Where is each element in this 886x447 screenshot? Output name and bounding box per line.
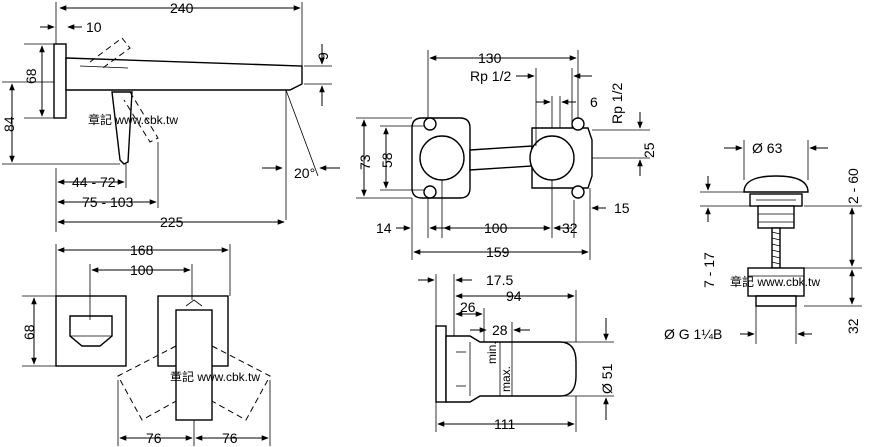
dim-10: 10	[86, 19, 102, 35]
spout-outlet	[69, 315, 113, 347]
dim-26: 26	[460, 299, 476, 315]
body-bridge	[469, 145, 533, 171]
dim-2-60: 2 - 60	[845, 168, 861, 204]
dim-68: 68	[23, 68, 39, 84]
dim-d63: Ø 63	[752, 140, 783, 156]
dim-17-5: 17.5	[486, 272, 513, 288]
waste-cap	[743, 175, 809, 193]
dim-32-waste: 32	[845, 318, 861, 334]
dim-28: 28	[492, 322, 508, 338]
dim-15: 15	[614, 200, 630, 216]
dim-20deg: 20°	[294, 165, 315, 181]
rp-top: Rp 1/2	[470, 68, 511, 84]
dim-14: 14	[376, 220, 392, 236]
dim-100-body: 100	[484, 220, 508, 236]
dim-111: 111	[494, 416, 515, 432]
dim-168: 168	[130, 242, 154, 258]
dim-51: Ø 51	[599, 363, 615, 394]
dim-68-front: 68	[21, 324, 37, 340]
waste-view: Ø 63 2 - 60 7 - 17 32 Ø G 1¼B 章記 www.cbk…	[664, 140, 862, 344]
min-label: min.	[485, 341, 499, 364]
handle-lever-front	[175, 309, 213, 421]
dim-159: 159	[486, 244, 510, 260]
spout-side-view: 240 10 68 84 9 20° 44 - 72 75 - 103	[1, 0, 340, 232]
spout-body	[65, 57, 303, 91]
wall-plate	[53, 43, 67, 119]
dim-130: 130	[478, 50, 502, 66]
dim-9: 9	[315, 52, 331, 60]
dim-225: 225	[160, 214, 184, 230]
dim-84: 84	[1, 116, 17, 132]
dim-76-left: 76	[146, 430, 162, 446]
dim-75-103: 75 - 103	[82, 194, 134, 210]
watermark-front: 章記 www.cbk.tw	[170, 369, 260, 384]
handle-lever	[111, 91, 133, 165]
dim-6: 6	[590, 94, 598, 110]
dim-25: 25	[641, 142, 657, 158]
dim-44-72: 44 - 72	[72, 174, 116, 190]
body-side-view: 17.5 94 26 28 min. max. Ø 51 111	[418, 272, 615, 432]
dim-32-body: 32	[562, 220, 578, 236]
dim-73: 73	[357, 154, 373, 170]
dim-240: 240	[170, 0, 194, 16]
dim-7-17: 7 - 17	[701, 252, 717, 288]
watermark-waste: 章記 www.cbk.tw	[730, 274, 820, 289]
max-label: max.	[499, 366, 513, 392]
dim-100: 100	[130, 262, 154, 278]
waste-nut	[747, 267, 805, 297]
rp-right: Rp 1/2	[609, 83, 625, 124]
dim-thread: Ø G 1¼B	[664, 326, 722, 342]
dim-76-right: 76	[222, 430, 238, 446]
dim-58: 58	[379, 152, 395, 168]
front-view: 168 100 68 76 76 章記 www.cbk.tw	[21, 242, 271, 446]
body-front-view: 130 Rp 1/2 6 Rp 1/2 73 58 25	[356, 50, 657, 260]
mounting-plate	[435, 325, 447, 403]
watermark: 章記 www.cbk.tw	[88, 112, 178, 127]
dim-94: 94	[506, 288, 522, 304]
